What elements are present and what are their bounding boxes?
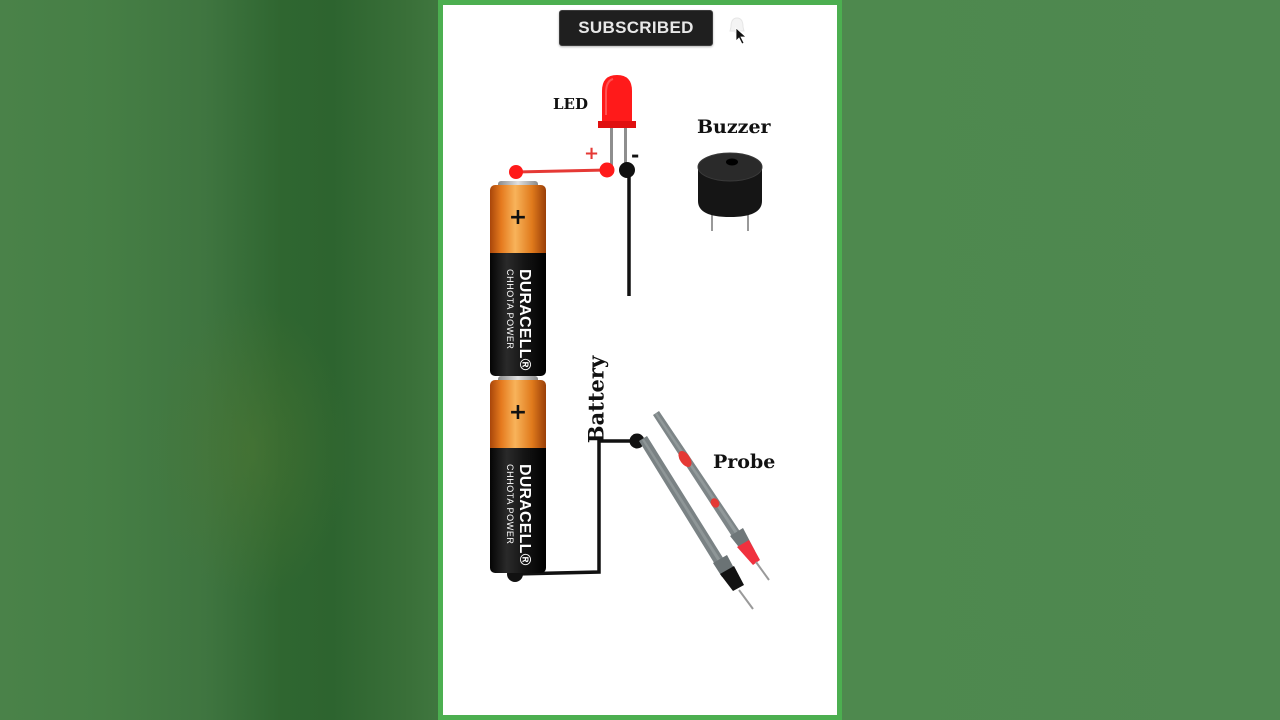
battery-top: + DURACELL® CHHOTA POWER [490,181,546,376]
led-negative-wire [619,162,635,296]
probe-red [653,411,770,581]
probe-black [639,436,754,610]
led-negative-sign: - [631,143,640,167]
battery-brand: DURACELL® CHHOTA POWER [505,269,533,371]
positive-wire [509,162,615,179]
battery-brand: DURACELL® CHHOTA POWER [505,464,533,566]
led-component [598,75,636,170]
buzzer-component [697,152,763,231]
battery-black-body [490,253,546,376]
battery-bottom: + DURACELL® CHHOTA POWER [490,376,546,573]
led-positive-sign: + [584,143,600,164]
battery-brand-name: DURACELL® [516,269,533,371]
battery-tagline: CHHOTA POWER [505,464,515,545]
subscribed-button[interactable]: SUBSCRIBED [559,10,713,46]
subscribed-label: SUBSCRIBED [578,18,694,37]
battery-plus-sign: + [508,205,528,230]
buzzer-label: Buzzer [697,116,771,138]
battery-brand-name: DURACELL® [516,464,533,566]
battery-black-body [490,448,546,573]
battery-negative-wire [507,433,645,582]
background-blur [150,300,350,600]
diagram-canvas: SUBSCRIBED [443,5,837,715]
battery-plus-sign: + [508,400,528,425]
probe-label: Probe [713,451,776,473]
battery-tagline: CHHOTA POWER [505,269,515,350]
battery-copper-top [490,185,546,253]
battery-terminal [498,376,538,382]
battery-label: Battery [583,355,609,444]
battery-copper-top [490,380,546,448]
led-label: LED [553,95,588,113]
battery-terminal [498,181,538,187]
mouse-pointer-icon [735,27,748,45]
